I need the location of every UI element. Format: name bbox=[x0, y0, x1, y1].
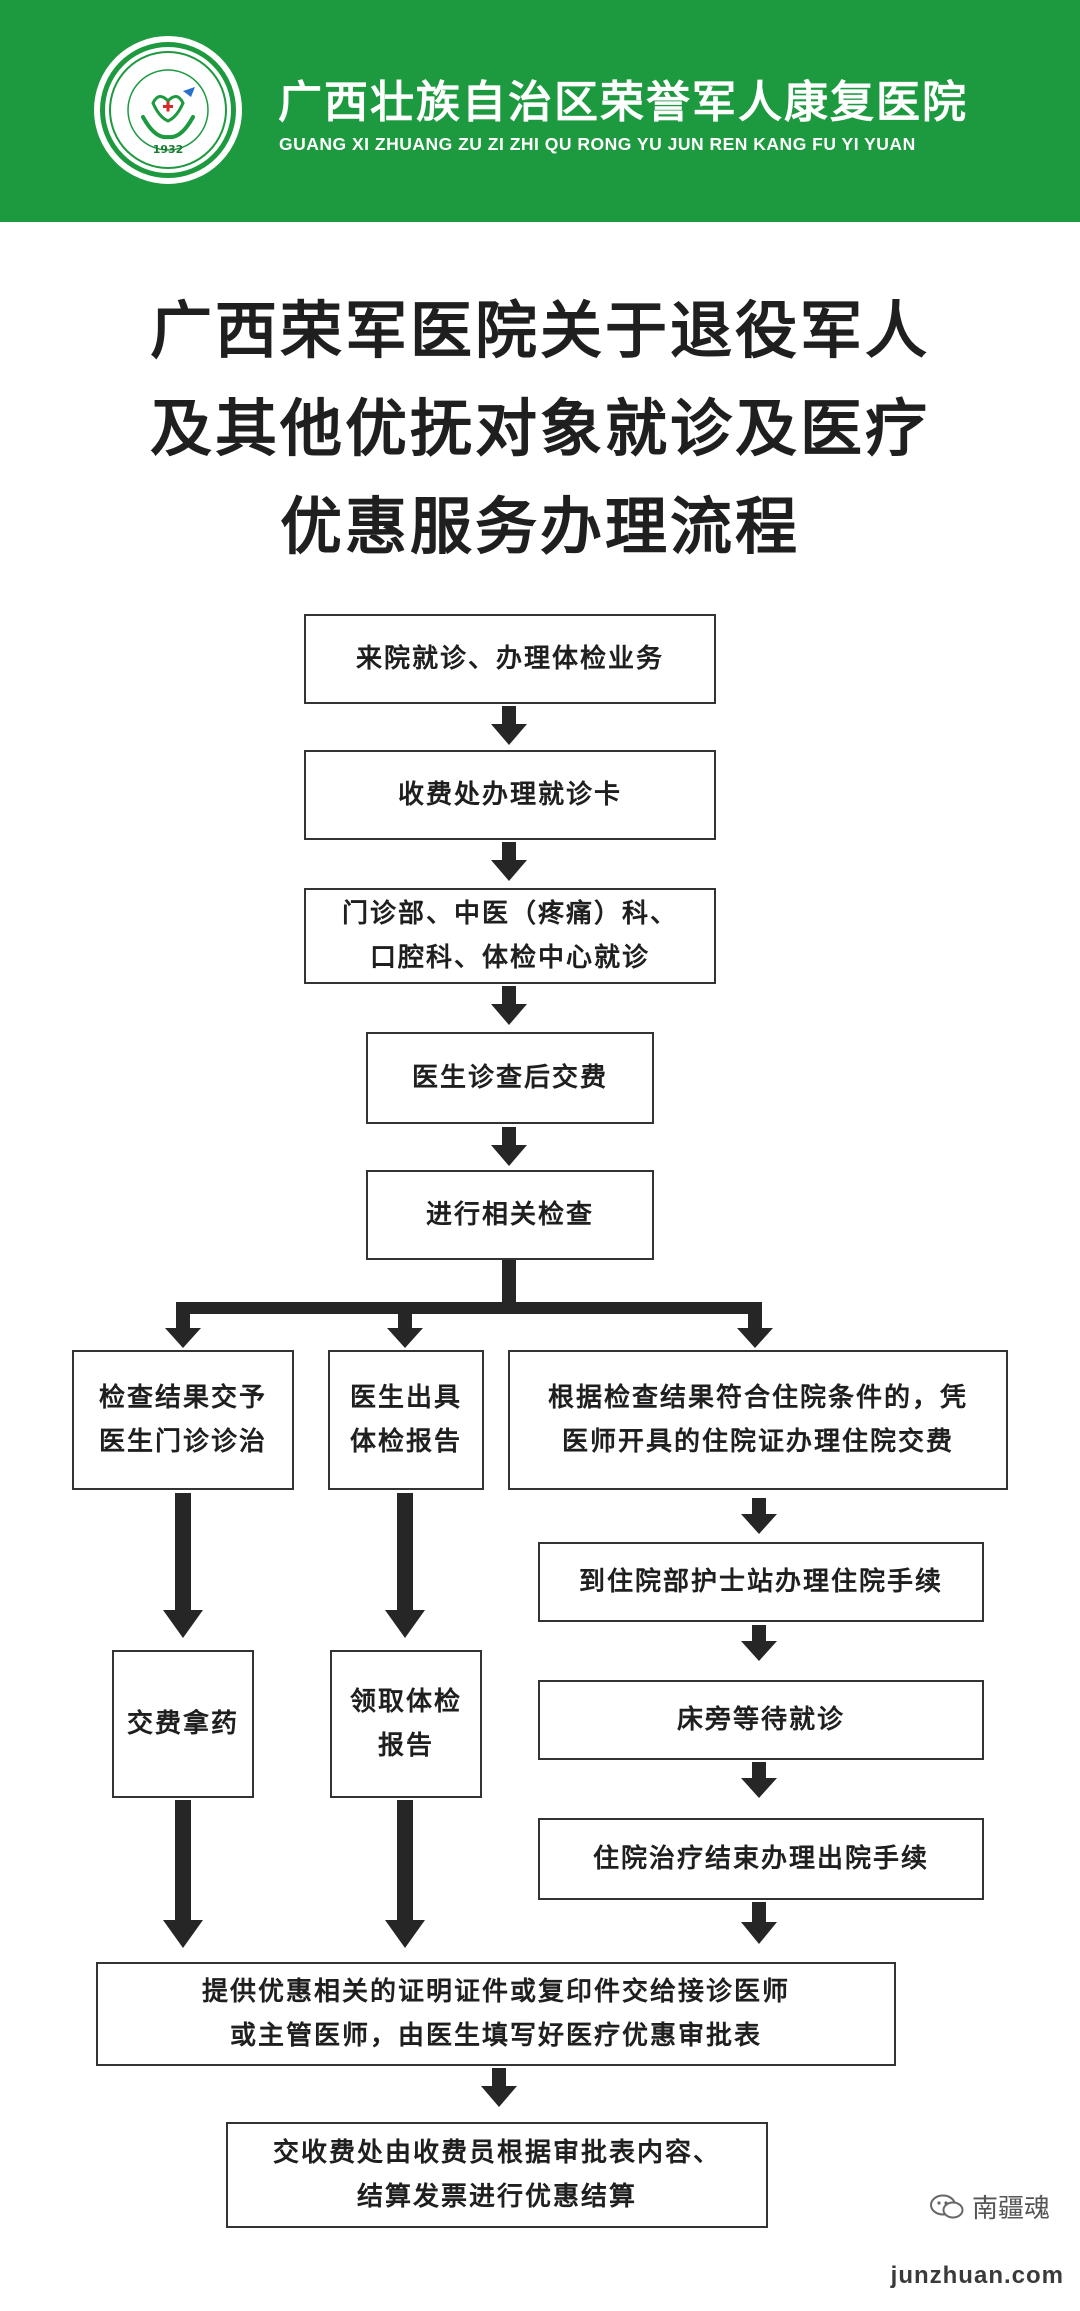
arrow-6-7 bbox=[481, 2068, 517, 2107]
arrow-b2-6 bbox=[385, 1800, 425, 1948]
hospital-name-cn: 广西壮族自治区荣誉军人康复医院 bbox=[278, 77, 968, 128]
step-get-card: 收费处办理就诊卡 bbox=[304, 750, 716, 840]
branch-admission-procedure-label: 到住院部护士站办理住院手续 bbox=[578, 1567, 943, 1597]
logo-emblem-icon bbox=[109, 51, 227, 169]
arrow-b1-b2 bbox=[385, 1493, 425, 1638]
branch-collect-report: 领取体检 报告 bbox=[330, 1650, 482, 1798]
branch-admission-pay-label: 根据检查结果符合住院条件的，凭 医师开具的住院证办理住院交费 bbox=[547, 1383, 968, 1457]
logo-year: 1932 bbox=[152, 143, 184, 156]
watermark-account: 南疆魂 bbox=[971, 2194, 1050, 2224]
branch-pay-medicine: 交费拿药 bbox=[112, 1650, 254, 1798]
branch-collect-report-label: 领取体检 报告 bbox=[349, 1687, 462, 1761]
arrow-c2-c3 bbox=[741, 1625, 777, 1661]
arrow-c4-6 bbox=[741, 1902, 777, 1944]
step-department-visit-label: 门诊部、中医（疼痛）科、 口腔科、体检中心就诊 bbox=[341, 899, 678, 973]
branch-bedside-wait: 床旁等待就诊 bbox=[538, 1680, 984, 1760]
step-settlement-label: 交收费处由收费员根据审批表内容、 结算发票进行优惠结算 bbox=[272, 2138, 721, 2212]
arrow-4-5 bbox=[491, 1127, 527, 1166]
step-examination-label: 进行相关检查 bbox=[425, 1200, 594, 1230]
arrow-1-2 bbox=[491, 706, 527, 745]
wechat-icon bbox=[929, 2194, 964, 2220]
branch-discharge-label: 住院治疗结束办理出院手续 bbox=[592, 1844, 929, 1874]
step-doctor-pay-label: 医生诊查后交费 bbox=[411, 1063, 608, 1093]
step-visit-register: 来院就诊、办理体检业务 bbox=[304, 614, 716, 704]
step-provide-certificates: 提供优惠相关的证明证件或复印件交给接诊医师 或主管医师，由医生填写好医疗优惠审批… bbox=[96, 1962, 896, 2066]
branch-split bbox=[165, 1258, 773, 1348]
branch-exam-report: 医生出具 体检报告 bbox=[328, 1350, 484, 1490]
hospital-logo: 1932 bbox=[94, 36, 242, 184]
branch-discharge: 住院治疗结束办理出院手续 bbox=[538, 1818, 984, 1900]
arrow-a2-6 bbox=[163, 1800, 203, 1948]
page-title-line3: 优惠服务办理流程 bbox=[279, 490, 800, 563]
arrow-a1-a2 bbox=[163, 1493, 203, 1638]
arrow-3-4 bbox=[491, 986, 527, 1025]
step-provide-certificates-label: 提供优惠相关的证明证件或复印件交给接诊医师 或主管医师，由医生填写好医疗优惠审批… bbox=[201, 1977, 790, 2051]
arrow-c3-c4 bbox=[741, 1762, 777, 1798]
branch-admission-procedure: 到住院部护士站办理住院手续 bbox=[538, 1542, 984, 1622]
branch-result-to-doctor: 检查结果交予 医生门诊诊治 bbox=[72, 1350, 294, 1490]
branch-result-to-doctor-label: 检查结果交予 医生门诊诊治 bbox=[98, 1383, 267, 1457]
step-settlement: 交收费处由收费员根据审批表内容、 结算发票进行优惠结算 bbox=[226, 2122, 768, 2228]
step-get-card-label: 收费处办理就诊卡 bbox=[397, 780, 622, 810]
branch-bedside-wait-label: 床旁等待就诊 bbox=[676, 1705, 845, 1735]
step-department-visit: 门诊部、中医（疼痛）科、 口腔科、体检中心就诊 bbox=[304, 888, 716, 984]
watermark-url: junzhuan.com bbox=[890, 2262, 1064, 2289]
arrow-c1-c2 bbox=[741, 1498, 777, 1534]
branch-admission-pay: 根据检查结果符合住院条件的，凭 医师开具的住院证办理住院交费 bbox=[508, 1350, 1008, 1490]
step-doctor-pay: 医生诊查后交费 bbox=[366, 1032, 654, 1124]
step-visit-register-label: 来院就诊、办理体检业务 bbox=[355, 644, 664, 674]
hospital-name-en: GUANG XI ZHUANG ZU ZI ZHI QU RONG YU JUN… bbox=[279, 134, 916, 154]
branch-pay-medicine-label: 交费拿药 bbox=[126, 1709, 239, 1739]
wechat-watermark: 南疆魂 bbox=[929, 2188, 1050, 2225]
page-title-line1: 广西荣军医院关于退役军人 bbox=[149, 294, 930, 367]
branch-exam-report-label: 医生出具 体检报告 bbox=[349, 1383, 462, 1457]
page-title-line2: 及其他优抚对象就诊及医疗 bbox=[149, 392, 930, 465]
arrow-2-3 bbox=[491, 842, 527, 881]
hospital-header: 1932 广西壮族自治区荣誉军人康复医院 GUANG XI ZHUANG ZU … bbox=[0, 0, 1080, 222]
step-examination: 进行相关检查 bbox=[366, 1170, 654, 1260]
